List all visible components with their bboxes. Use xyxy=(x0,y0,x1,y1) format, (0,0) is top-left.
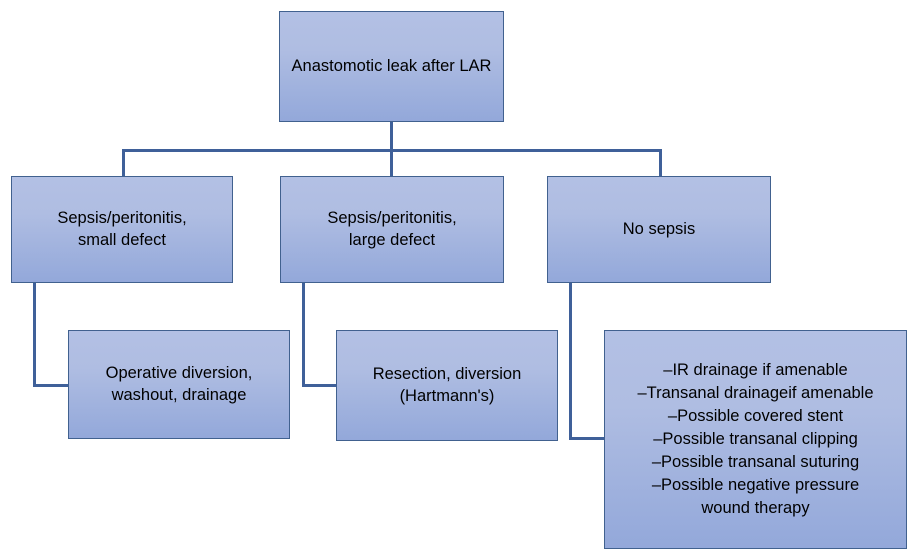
connector-branch-middle-run xyxy=(302,384,340,387)
node-treatment-middle[interactable]: Resection, diversion (Hartmann's) xyxy=(336,330,558,441)
node-treatment-middle-label: Resection, diversion (Hartmann's) xyxy=(372,364,522,405)
node-treatment-right[interactable]: –IR drainage if amenable –Transanal drai… xyxy=(604,330,907,549)
node-branch-middle[interactable]: Sepsis/peritonitis, large defect xyxy=(280,176,504,283)
node-root[interactable]: Anastomotic leak after LAR xyxy=(279,11,504,122)
node-treatment-left-label: Operative diversion, washout, drainage xyxy=(105,363,253,404)
connector-branch-left-drop xyxy=(33,282,36,387)
connector-branch-right-drop xyxy=(569,282,572,440)
connector-branch-left-run xyxy=(33,384,71,387)
connector-bus-to-branch-right xyxy=(659,149,662,177)
node-root-label: Anastomotic leak after LAR xyxy=(291,56,492,75)
connector-branch-middle-drop xyxy=(302,282,305,387)
node-treatment-right-label: –IR drainage if amenable –Transanal drai… xyxy=(637,360,874,518)
node-branch-left-label: Sepsis/peritonitis, small defect xyxy=(57,208,187,249)
connector-bus-to-branch-left xyxy=(122,149,125,177)
connector-branch-right-run xyxy=(569,437,607,440)
node-branch-right[interactable]: No sepsis xyxy=(547,176,771,283)
connector-bus-to-branch-middle xyxy=(390,149,393,177)
node-branch-left[interactable]: Sepsis/peritonitis, small defect xyxy=(11,176,233,283)
node-branch-middle-label: Sepsis/peritonitis, large defect xyxy=(327,208,457,249)
node-branch-right-label: No sepsis xyxy=(622,219,696,238)
node-treatment-left[interactable]: Operative diversion, washout, drainage xyxy=(68,330,290,439)
connector-root-stem xyxy=(390,121,393,151)
